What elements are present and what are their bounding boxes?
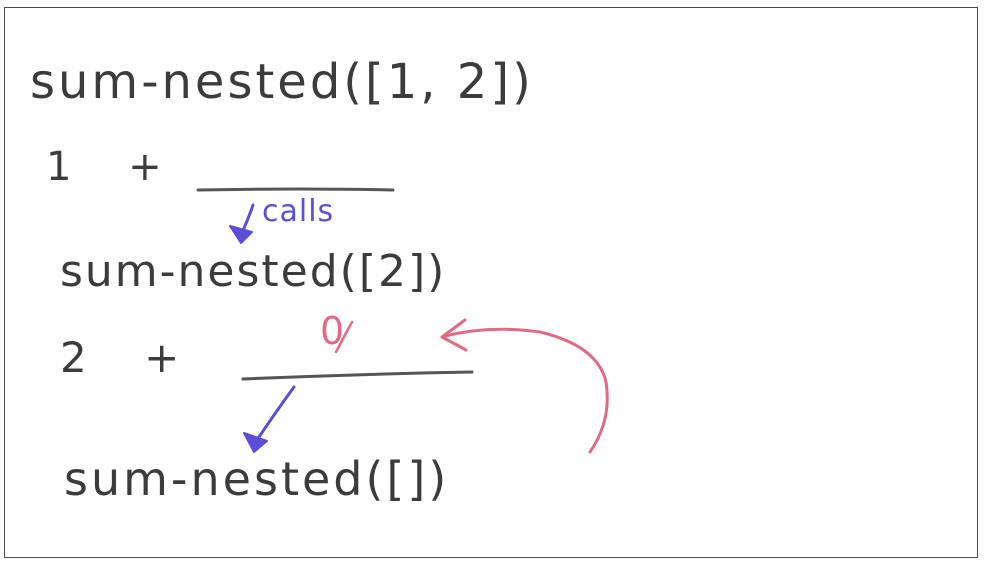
zero-slash — [334, 320, 354, 354]
first-call-arrow — [229, 203, 255, 244]
first-sum-text: 1 + — [46, 144, 184, 190]
whiteboard-frame — [4, 7, 978, 558]
second-call-text: sum-nested([2]) — [60, 246, 447, 297]
top-call-text: sum-nested([1, 2]) — [30, 54, 534, 110]
second-blank-line — [241, 370, 474, 381]
return-arrow — [440, 318, 609, 454]
first-blank-line — [196, 187, 395, 192]
base-call-text: sum-nested([]) — [64, 452, 450, 506]
second-call-arrow — [243, 385, 296, 453]
second-sum-text: 2 + — [60, 333, 202, 382]
calls-label: calls — [262, 194, 335, 229]
